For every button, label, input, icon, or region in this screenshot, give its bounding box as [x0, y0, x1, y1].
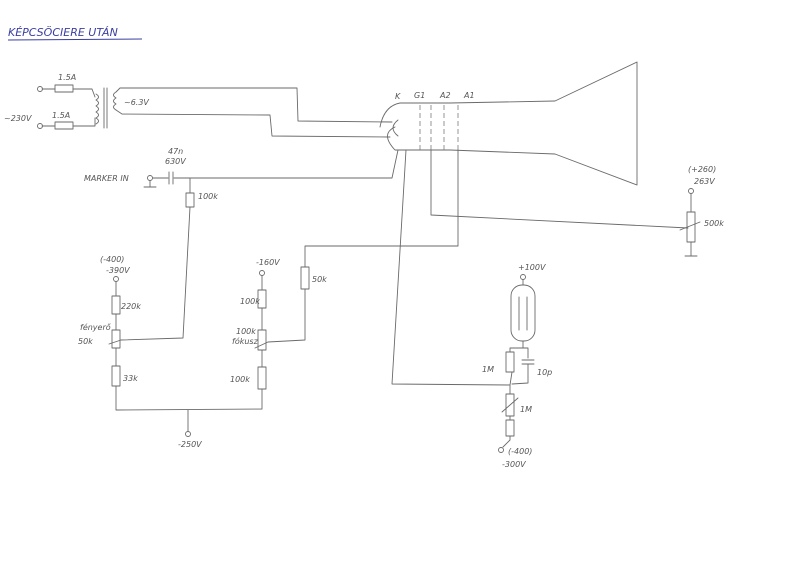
- crt-envelope: [379, 61, 638, 186]
- tube-pin-a2: A2: [439, 91, 451, 100]
- brightness-chain: (-400) -390V 220k fényerő 50k 33k -250V: [78, 255, 263, 449]
- resistor-mid-top-label: 100k: [240, 297, 260, 306]
- cap-value-label: 47n: [168, 147, 183, 156]
- potentiometer-fenyero: [111, 329, 121, 349]
- right-supply-label-a: (+260): [688, 165, 716, 174]
- mains-voltage-label: ~230V: [4, 114, 32, 123]
- marker-in-label: MARKER IN: [84, 174, 129, 183]
- transformer-primary-coil: [95, 93, 99, 125]
- left-supply-terminal: [113, 276, 119, 282]
- resistor-bottom: [505, 419, 515, 437]
- fuse-bottom: [54, 121, 74, 130]
- transformer-secondary-coil: [113, 91, 117, 111]
- resistor-220k: [111, 295, 121, 315]
- resistor-220k-label: 220k: [121, 302, 141, 311]
- heater-voltage-label: ~6.3V: [124, 98, 149, 107]
- focus-chain: -160V 100k 100k fókusz 100k 50k: [230, 149, 459, 390]
- resistor-mid-bottom-100k: [257, 366, 267, 390]
- schematic-title: KÉPCSÖCIERE UTÁN: [8, 26, 118, 39]
- pot-1m-label: 1M: [520, 405, 532, 414]
- potentiometer-fokusz-wiper: [254, 341, 269, 349]
- resistor-marker-100k: [185, 192, 195, 208]
- neon-supply-label: +100V: [518, 263, 546, 272]
- resistor-1m-label: 1M: [482, 365, 494, 374]
- pot-fenyero-name-label: fényerő: [80, 322, 111, 332]
- pot-500k-label: 500k: [704, 219, 724, 228]
- cathode-symbol: [392, 119, 399, 137]
- capacitor-10p-label: 10p: [537, 368, 552, 377]
- marker-in-terminal: [147, 175, 153, 181]
- tube-pin-k: K: [395, 92, 401, 101]
- right-supply-label-b: 263V: [694, 177, 715, 186]
- resistor-50k: [300, 266, 310, 290]
- resistor-mid-bottom-label: 100k: [230, 375, 250, 384]
- resistor-50k-label: 50k: [312, 275, 327, 284]
- potentiometer-500k-wiper: [679, 221, 701, 231]
- neon-bottom-label-b: -300V: [502, 460, 526, 469]
- fuse-top: [54, 84, 74, 93]
- resistor-marker-label: 100k: [198, 192, 218, 201]
- pot-fokusz-name-label: fókusz: [232, 336, 259, 346]
- left-supply-label-b: -390V: [106, 266, 130, 275]
- a2-wire-to-pot: [430, 149, 689, 229]
- potentiometer-1m-wiper: [501, 397, 519, 413]
- fuse-bottom-label: 1.5A: [52, 111, 70, 120]
- cap-voltage-label: 630V: [165, 157, 186, 166]
- title-underline: [7, 38, 143, 41]
- right-pot-section: (+260) 263V 500k: [679, 165, 724, 257]
- marker-input-section: MARKER IN 47n 630V 100k: [84, 147, 399, 341]
- pot-fenyero-value-label: 50k: [78, 337, 93, 346]
- resistor-1m: [505, 351, 515, 373]
- neon-bottom-terminal: [498, 447, 504, 453]
- neon-section: +100V 1M 10p 1M (-400) -300V: [482, 263, 552, 469]
- right-supply-terminal: [688, 188, 694, 194]
- mid-supply-terminal: [259, 270, 265, 276]
- crt-tube: K G1 A2 A1: [379, 61, 638, 186]
- neon-lamp: [510, 284, 536, 342]
- resistor-33k-label: 33k: [123, 374, 138, 383]
- neon-supply-terminal: [520, 274, 526, 280]
- potentiometer-fokusz: [257, 329, 267, 351]
- potentiometer-fenyero-wiper: [108, 339, 122, 345]
- tube-pin-a1: A1: [463, 91, 475, 100]
- tube-pin-g1: G1: [414, 91, 425, 100]
- mid-supply-label: -160V: [256, 258, 280, 267]
- g1-return-wire: [391, 149, 513, 386]
- left-supply-label-a: (-400): [100, 255, 124, 264]
- bottom-supply-terminal: [185, 431, 191, 437]
- neon-bottom-label-a: (-400): [508, 447, 532, 456]
- resistor-33k: [111, 365, 121, 387]
- pot-fokusz-value-label: 100k: [236, 327, 256, 336]
- fuse-top-label: 1.5A: [58, 73, 76, 82]
- transformer-section: 1.5A 1.5A ~230V ~6.3V: [4, 73, 393, 138]
- bottom-supply-label: -250V: [178, 440, 202, 449]
